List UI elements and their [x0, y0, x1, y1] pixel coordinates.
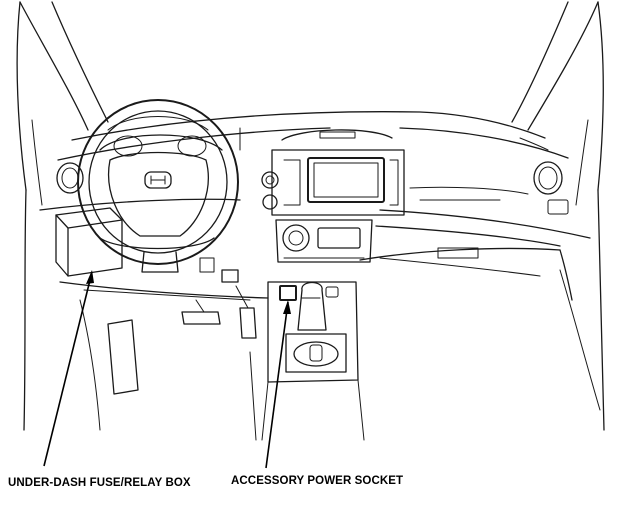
dashboard-lower-edge	[39, 198, 591, 301]
power-socket-callout-label: ACCESSORY POWER SOCKET	[231, 475, 404, 487]
under-dash-fuse-relay-box	[55, 207, 123, 277]
left-a-pillar	[16, 1, 109, 431]
glove-box	[375, 225, 561, 277]
pedals	[181, 269, 257, 339]
climate-controls	[275, 219, 373, 263]
right-vent	[409, 161, 569, 215]
steering-wheel	[77, 99, 239, 265]
steering-column	[141, 251, 215, 273]
power-socket-leader-line	[265, 300, 291, 469]
center-stack	[261, 129, 405, 216]
right-a-pillar	[511, 1, 605, 431]
center-console	[261, 281, 365, 441]
dashboard-top	[57, 111, 569, 161]
instrument-cluster	[99, 134, 223, 157]
driver-floor	[79, 299, 257, 441]
fuse-box-callout-label: UNDER-DASH FUSE/RELAY BOX	[8, 477, 191, 489]
fuse-box-leader-line	[43, 270, 94, 467]
